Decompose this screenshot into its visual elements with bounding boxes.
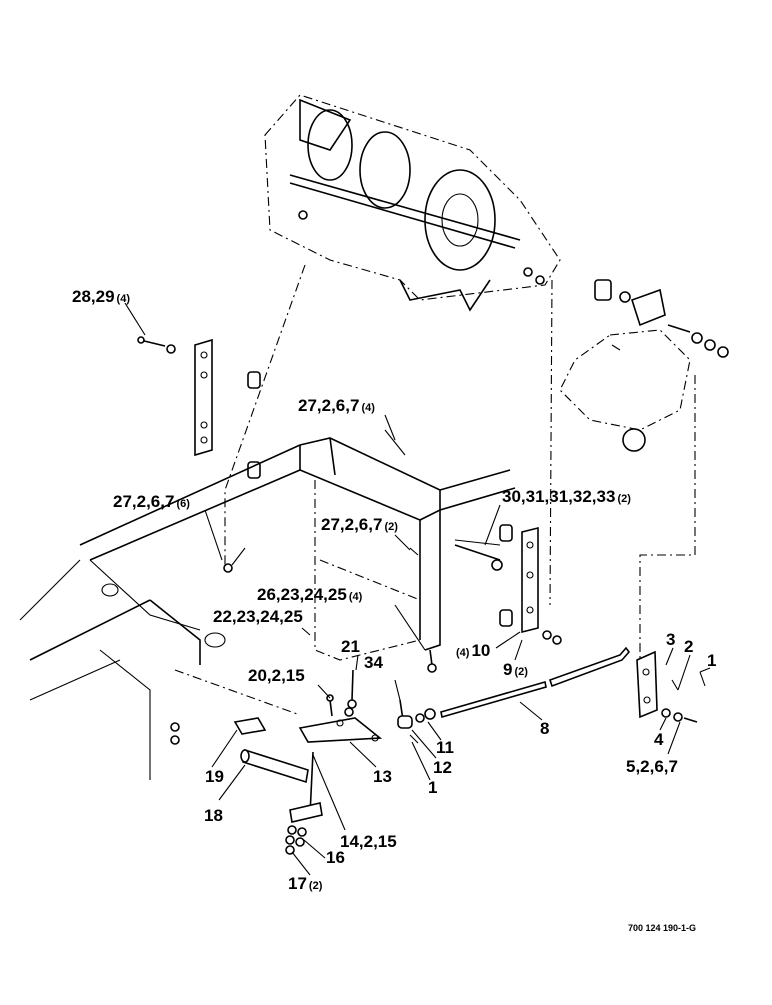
assembly-leaders (174, 264, 696, 716)
callout-13: 13 (373, 767, 392, 786)
callout-30-33: 30,31,31,32,33(2) (502, 487, 631, 506)
left-upright-bracket (137, 336, 261, 479)
callout-22-23-24-25: 22,23,24,25 (213, 607, 303, 626)
callout-leaders (124, 302, 711, 876)
gearbox-assembly (264, 94, 729, 452)
callout-18: 18 (204, 806, 223, 825)
figure-reference-number: 700 124 190-1-G (628, 923, 696, 933)
callout-27-left: 27,2,6,7(6) (113, 492, 190, 511)
callout-1-right: 1 (707, 651, 716, 670)
callout-11: 11 (436, 738, 454, 757)
callout-27-upper: 27,2,6,7(4) (298, 396, 375, 415)
callout-4: 4 (654, 730, 664, 749)
callout-2: 2 (684, 637, 693, 656)
linkage-assembly (170, 646, 706, 855)
callout-21: 21 (341, 637, 360, 656)
callout-17: 17(2) (288, 874, 323, 893)
callout-28-29: 28,29(4) (72, 287, 130, 306)
callout-1-lower: 1 (428, 778, 437, 797)
callout-10: (4)10 (456, 641, 490, 660)
callout-8: 8 (540, 719, 549, 738)
callout-9: 9(2) (503, 660, 528, 679)
callout-3: 3 (666, 630, 675, 649)
callout-26-23-24-25: 26,23,24,25(4) (257, 585, 363, 604)
callout-14-2-15: 14,2,15 (340, 832, 397, 851)
callout-27-mid: 27,2,6,7(2) (321, 515, 398, 534)
mounting-frame (19, 429, 562, 780)
callout-16: 16 (326, 848, 345, 867)
callout-labels: 28,29(4) 27,2,6,7(4) 27,2,6,7(6) 30,31,3… (72, 287, 716, 933)
callout-20-2-15: 20,2,15 (248, 666, 305, 685)
callout-34: 34 (364, 653, 383, 672)
callout-12: 12 (433, 758, 452, 777)
callout-5-2-6-7: 5,2,6,7 (626, 757, 678, 776)
callout-19: 19 (205, 767, 224, 786)
